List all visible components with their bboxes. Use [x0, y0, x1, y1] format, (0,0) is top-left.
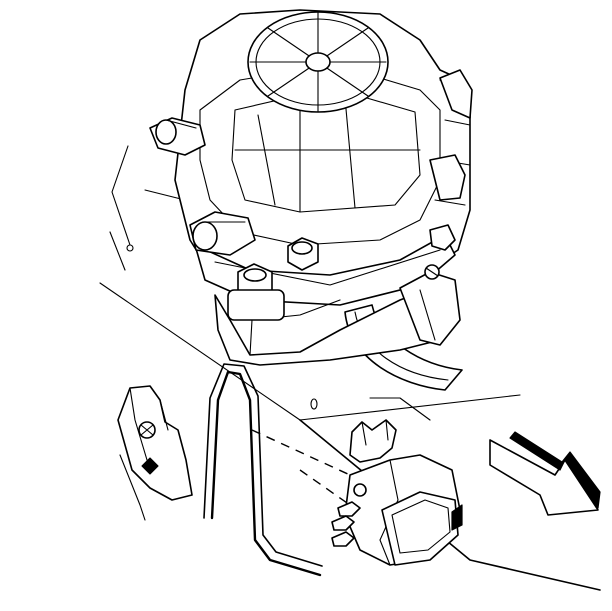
body-panel [99, 145, 601, 591]
cap-wheel [247, 11, 389, 113]
fittings [149, 117, 440, 321]
sensor-module [331, 419, 463, 566]
mounting-bracket [117, 385, 193, 521]
direction-arrow [489, 431, 601, 516]
wire-harness [203, 363, 323, 577]
alignment-lines [251, 429, 351, 506]
